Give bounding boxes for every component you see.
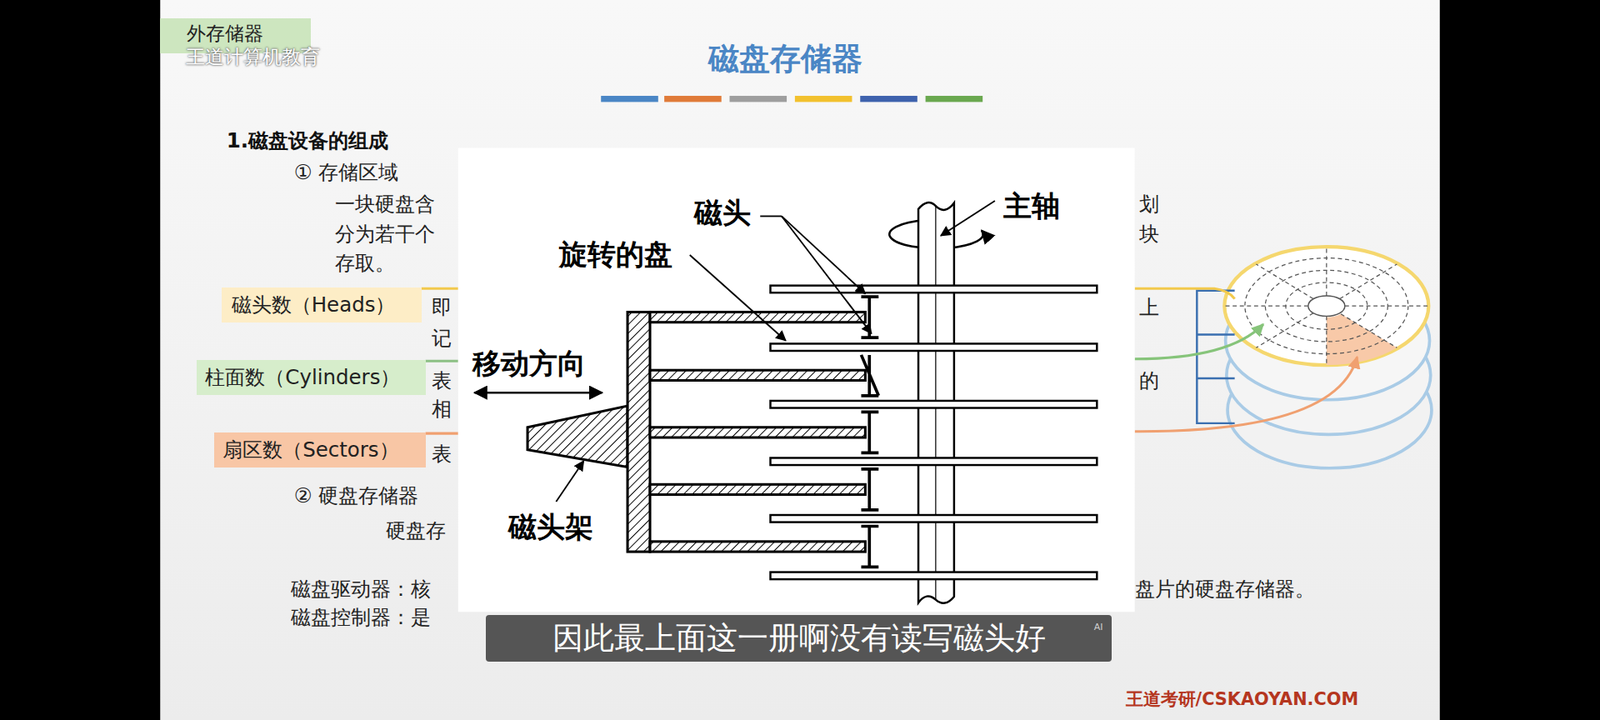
body-text: 块	[1139, 221, 1160, 246]
sector-line	[1325, 246, 1327, 296]
sector-wedge	[1326, 314, 1397, 365]
sector-line	[1255, 264, 1314, 300]
brand-mark: 王道考研/CSKAOYAN.COM	[1125, 689, 1359, 710]
body-text: 表	[431, 441, 452, 466]
head-pair	[860, 525, 879, 567]
platter-leader	[690, 255, 786, 341]
head-arm	[650, 311, 865, 322]
head-leader	[760, 215, 782, 218]
platter	[770, 457, 1097, 465]
head-pair	[860, 469, 879, 510]
heads-label-box: 磁头数（Heads）	[221, 287, 422, 322]
disk-mechanism-figure	[474, 200, 1097, 604]
body-text: 记	[431, 325, 452, 350]
head-arm	[650, 541, 865, 552]
sector-line	[1255, 313, 1314, 349]
box-text: 磁头数（Heads）	[231, 292, 412, 317]
green-rule	[425, 360, 459, 363]
body-text: 划	[1139, 191, 1160, 216]
platter	[770, 572, 1097, 580]
body-text: 存取。	[335, 250, 395, 275]
sector-leader	[1135, 356, 1358, 431]
spindle-leader	[940, 200, 995, 236]
bar-segment	[600, 95, 659, 102]
bar-segment	[730, 95, 788, 102]
slide-title: 磁盘存储器	[708, 40, 863, 78]
head-arm	[650, 484, 865, 495]
figure-panel	[458, 147, 1135, 612]
top-platter	[1224, 246, 1429, 365]
head-leader	[781, 215, 872, 334]
body-text: 磁盘驱动器：核	[290, 576, 431, 601]
section-heading: 1.磁盘设备的组成	[226, 128, 389, 153]
head-pair	[860, 411, 879, 453]
platter-bracket	[1196, 290, 1235, 424]
part-label: 磁头	[694, 195, 751, 230]
yellow-rule	[421, 287, 459, 290]
box-text: 柱面数（Cylinders）	[205, 365, 417, 390]
body-text: 磁盘控制器：是	[290, 605, 431, 630]
body-text: 盘片的硬盘存储器。	[1135, 576, 1315, 601]
body-text: 表	[431, 368, 452, 393]
bar-segment	[860, 95, 918, 102]
part-label: 磁头架	[508, 510, 594, 545]
sector-line	[1224, 305, 1308, 307]
platter	[770, 400, 1097, 409]
sector-line	[1325, 315, 1327, 365]
ai-badge: AI	[1094, 621, 1104, 633]
arm-handle	[527, 405, 628, 467]
sector-lines	[1224, 246, 1429, 365]
box-text: 外存储器	[186, 21, 301, 45]
subtitle-box: 因此最上面这一册啊没有读写磁头好	[485, 615, 1112, 662]
row-rules	[421, 288, 459, 434]
head-arm	[650, 370, 865, 380]
head-arm	[650, 427, 865, 438]
platter	[770, 343, 1097, 351]
bar-segment	[925, 95, 984, 102]
body-text: 硬盘存	[385, 518, 446, 543]
arm-column	[627, 311, 650, 552]
sectors-label-box: 扇区数（Sectors）	[214, 432, 425, 467]
bar-segment	[795, 95, 853, 102]
part-label: 旋转的盘	[559, 237, 673, 272]
head-pair	[860, 355, 879, 396]
body-text: 分为若干个	[335, 221, 435, 246]
body-text: 即	[431, 295, 452, 320]
platter	[770, 285, 1097, 294]
slide-background	[160, 0, 1440, 720]
sector-line	[1340, 314, 1397, 349]
body-text: 上	[1139, 295, 1160, 320]
part-label: 移动方向	[472, 346, 586, 381]
read-write-heads	[860, 296, 879, 567]
box-text: 扇区数（Sectors）	[222, 437, 417, 462]
orange-rule	[425, 432, 459, 435]
sector-line	[1340, 264, 1398, 300]
watermark: 王道计算机教育	[185, 45, 320, 69]
title-color-bar	[600, 95, 983, 102]
disk-stack-figure	[1135, 246, 1432, 469]
sector-line	[1345, 305, 1429, 307]
arm-leader	[555, 460, 584, 502]
cylinders-label-box: 柱面数（Cylinders）	[196, 360, 425, 395]
sub-heading: ② 硬盘存储器	[294, 483, 420, 508]
platter	[770, 515, 1097, 523]
part-label: 主轴	[1003, 189, 1060, 224]
box-text: 因此最上面这一册啊没有读写磁头好	[505, 620, 1092, 657]
cylinder-leader	[1135, 324, 1264, 360]
head-leader	[781, 215, 865, 294]
sub-heading: ① 存储区域	[294, 160, 400, 185]
body-text: 的	[1139, 368, 1160, 393]
body-text: 相	[431, 396, 452, 421]
hub	[1308, 295, 1345, 316]
bar-segment	[664, 95, 722, 102]
body-text: 一块硬盘含	[335, 191, 435, 216]
move-direction-arrow	[474, 391, 602, 394]
